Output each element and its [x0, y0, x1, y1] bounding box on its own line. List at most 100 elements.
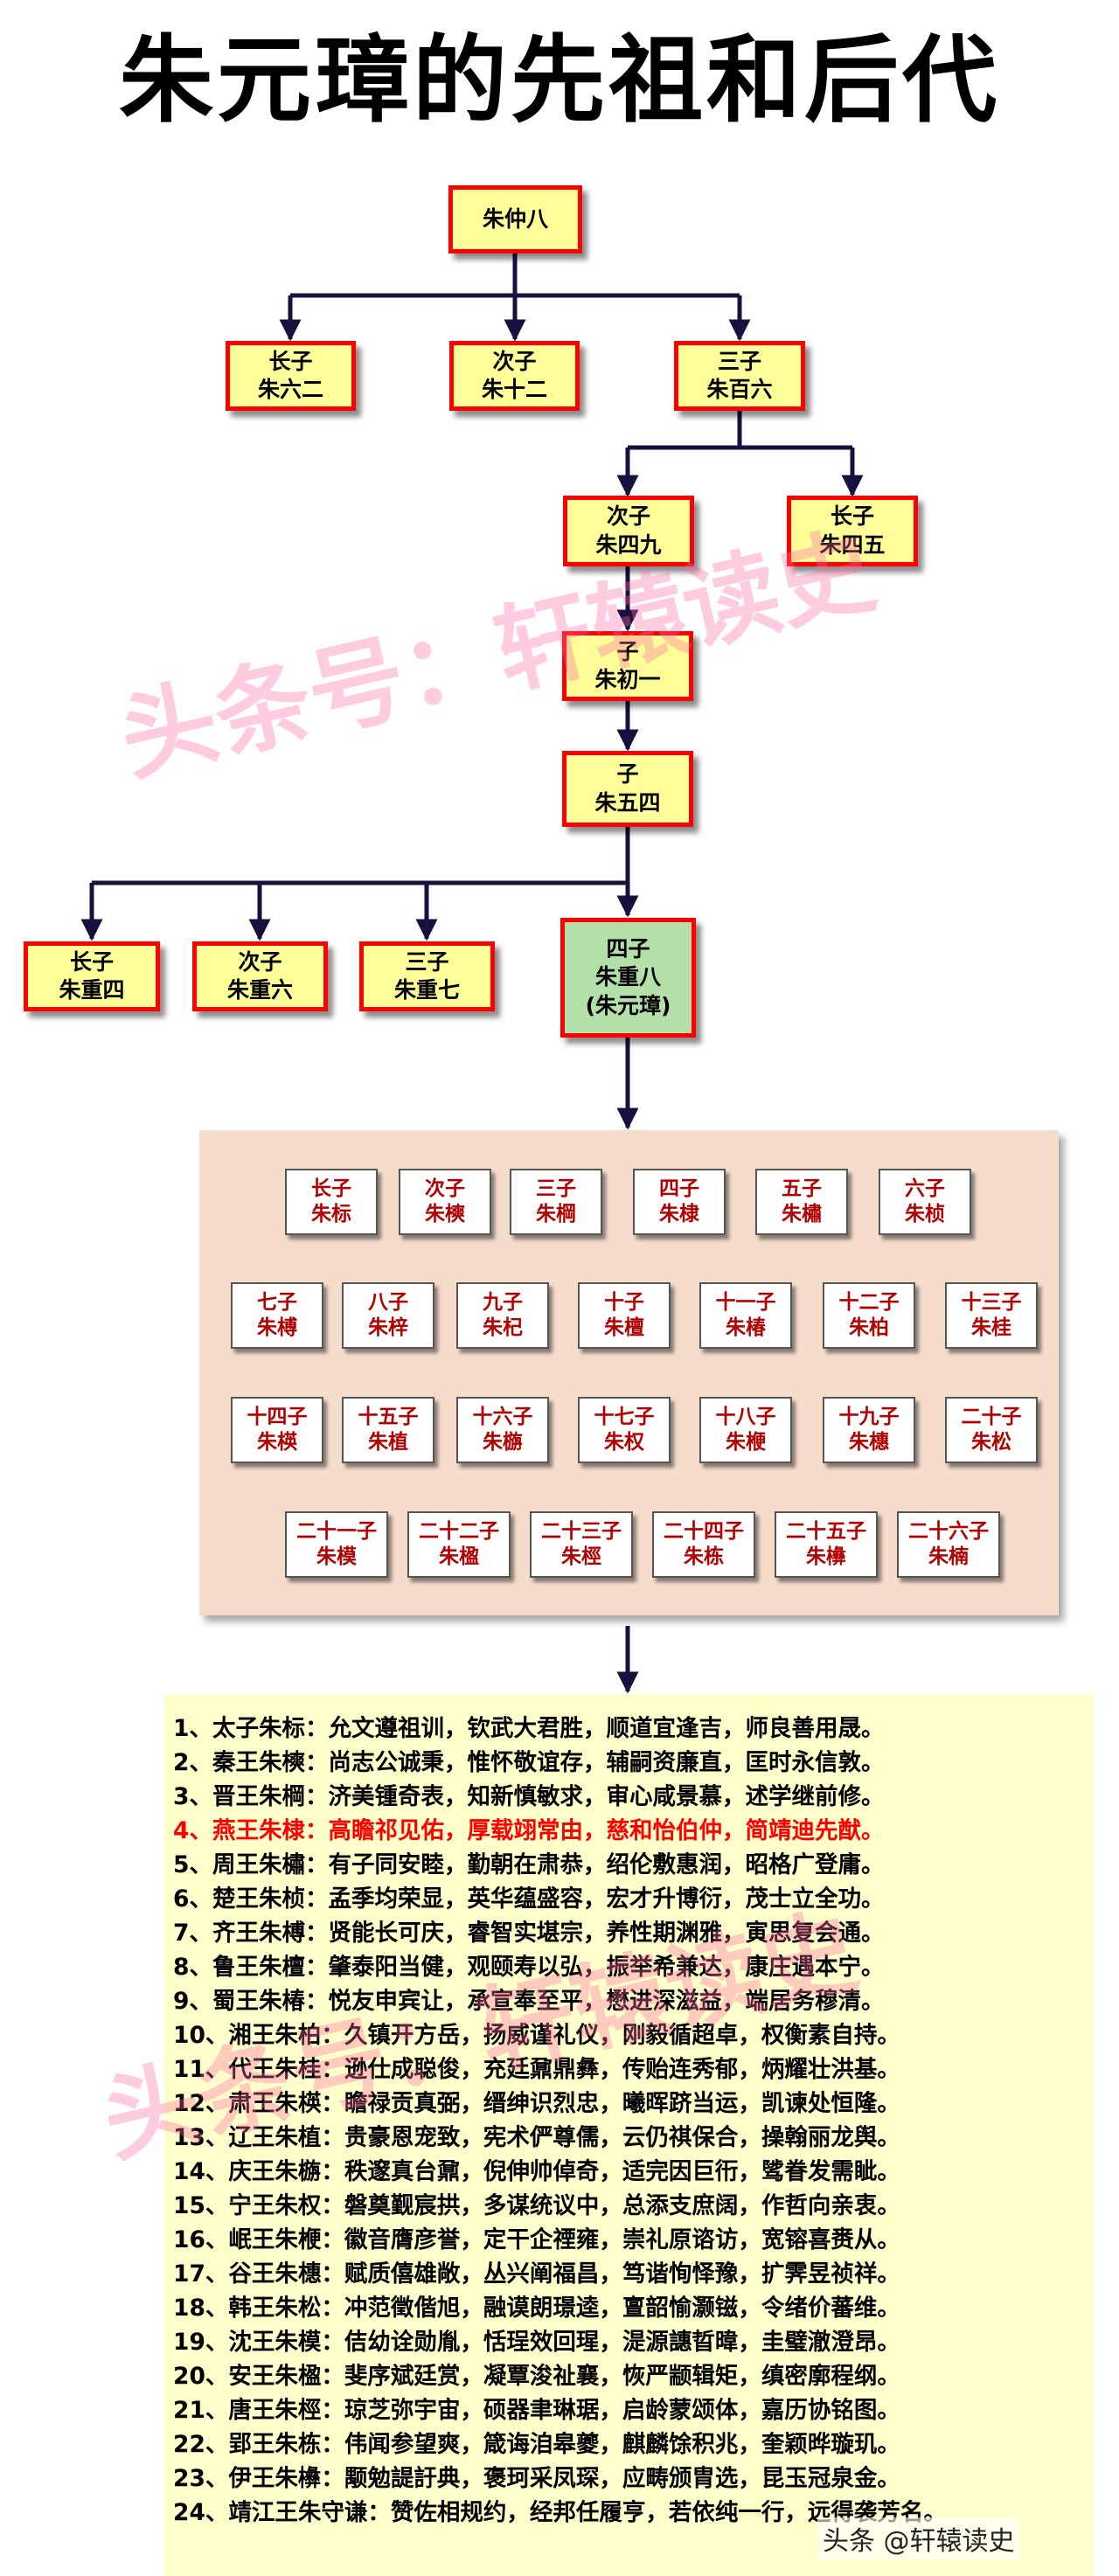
poem-line: 2、秦王朱樉：尚志公诚秉，惟怀敬谊存，辅嗣资廉直，匡时永信敦。 — [173, 1749, 885, 1776]
son-name: 朱棣 — [659, 1203, 699, 1226]
son-name: 朱权 — [604, 1431, 644, 1454]
node-zhu-wusi: 子 朱五四 — [562, 751, 693, 827]
node-rank: 子 — [616, 761, 639, 787]
node-zhu-sijiu: 次子 朱四九 — [563, 496, 694, 566]
son-card: 十二子朱柏 — [823, 1282, 915, 1349]
son-card: 四子朱棣 — [633, 1169, 726, 1235]
son-name: 朱楹 — [439, 1545, 479, 1568]
source-credit: 头条 @轩辕读史 — [817, 2517, 1020, 2559]
poem-line: 22、郢王朱栋：伟闻参望爽，箴诲洎皋夔，麒麟馀积兆，奎颖晔璇玑。 — [173, 2431, 900, 2458]
son-name: 朱杞 — [483, 1316, 523, 1339]
son-card: 二十二子朱楹 — [407, 1511, 511, 1578]
node-name: 朱重八 — [594, 964, 661, 990]
son-name: 朱檀 — [604, 1316, 644, 1339]
node-rank: 长子 — [268, 348, 313, 374]
node-rank: 次子 — [238, 948, 282, 975]
node-name: 朱四九 — [595, 531, 662, 558]
son-rank: 二十子 — [961, 1406, 1022, 1429]
son-name: 朱橚 — [782, 1203, 822, 1226]
son-name: 朱桱 — [561, 1545, 601, 1568]
poem-line: 10、湘王朱柏：久镇开方岳，扬威谨礼仪，刚毅循超卓，权衡素自持。 — [173, 2022, 900, 2049]
son-rank: 三子 — [536, 1177, 576, 1201]
son-rank: 十九子 — [838, 1406, 900, 1429]
son-name: 朱樉 — [425, 1203, 465, 1226]
son-rank: 次子 — [425, 1177, 465, 1201]
poem-line: 5、周王朱橚：有子同安睦，勤朝在肃恭，绍伦敷惠润，昭格广登庸。 — [173, 1851, 885, 1878]
poem-line: 17、谷王朱橞：赋质僖雄敞，丛兴阐福昌，笃谐恂怿豫，扩霁昱祯祥。 — [173, 2260, 900, 2288]
node-zhu-yuanzhang: 四子 朱重八 (朱元璋) — [560, 918, 696, 1038]
node-zhu-bailiu: 三子 朱百六 — [674, 341, 805, 411]
node-name: 朱五四 — [594, 789, 661, 816]
poem-line: 16、岷王朱楩：徽音膺彦誉，定干企禋雍，崇礼原谘访，宽镕喜赉从。 — [173, 2226, 900, 2253]
generation-poems-box: 1、太子朱标：允文遵祖训，钦武大君胜，顺道宜逢吉，师良善用晟。 2、秦王朱樉：尚… — [164, 1694, 1094, 2576]
son-name: 朱楧 — [257, 1431, 297, 1454]
son-card: 二十五子朱㰘 — [775, 1511, 878, 1578]
son-card: 二十子朱松 — [945, 1397, 1038, 1463]
node-name: 朱百六 — [706, 377, 773, 402]
poem-line: 6、楚王朱桢：孟季均荣显，英华蕴盛容，宏才升博衍，茂士立全功。 — [173, 1885, 885, 1913]
son-rank: 七子 — [257, 1291, 297, 1315]
son-card: 十一子朱椿 — [699, 1282, 792, 1349]
son-name: 朱棡 — [536, 1203, 576, 1226]
son-rank: 长子 — [311, 1177, 351, 1201]
son-card: 十子朱檀 — [578, 1282, 671, 1349]
node-zhu-chuyi: 子 朱初一 — [562, 631, 693, 701]
son-rank: 十四子 — [247, 1406, 308, 1429]
node-zhu-liuer: 长子 朱六二 — [226, 341, 356, 411]
son-card: 十六子朱㮵 — [456, 1397, 549, 1463]
node-rank: 三子 — [405, 948, 449, 975]
node-name: 朱重七 — [393, 977, 460, 1003]
poem-line: 9、蜀王朱椿：悦友申宾让，承宣奉至平，懋进深滋益，端居务穆清。 — [173, 1988, 885, 2015]
poem-line: 11、代王朱桂：逊仕成聪俊，充廷鼐鼎彝，传贻连秀郁，炳耀壮洪基。 — [173, 2056, 900, 2083]
son-rank: 二十三子 — [541, 1520, 622, 1544]
node-alias: (朱元璋) — [585, 992, 671, 1018]
page-title: 朱元璋的先祖和后代 — [118, 26, 1000, 135]
son-card: 十七子朱权 — [578, 1397, 671, 1463]
node-name: 朱六二 — [257, 377, 323, 402]
son-name: 朱榑 — [257, 1316, 297, 1339]
son-card: 二十四子朱栋 — [652, 1511, 755, 1578]
node-rank: 子 — [616, 638, 639, 664]
son-rank: 二十六子 — [908, 1520, 989, 1544]
poem-line: 15、宁王朱权：磐奠觐宸拱，多谋统议中，总添支庶阔，作哲向亲衷。 — [173, 2192, 900, 2219]
poem-line: 20、安王朱楹：斐序斌廷赏，凝覃浚祉襄，恢严颛辑矩，缜密廓程纲。 — [173, 2363, 900, 2390]
son-rank: 六子 — [905, 1177, 945, 1201]
poem-line: 21、唐王朱桱：琼芝弥宇宙，硕器聿琳琚，启龄蒙颂体，嘉历协铭图。 — [173, 2397, 900, 2424]
son-card: 三子朱棡 — [510, 1169, 602, 1235]
node-rank: 次子 — [492, 348, 537, 374]
son-card: 十四子朱楧 — [231, 1397, 323, 1463]
poem-line: 13、辽王朱植：贵豪恩宠致，宪术俨尊儒，云仍祺保合，操翰丽龙舆。 — [173, 2124, 900, 2151]
poem-line: 18、韩王朱松：冲范徵偕旭，融谟朗璟逵，亶韶愉灏镃，令绪价蕃维。 — [173, 2295, 900, 2322]
node-rank: 三子 — [717, 348, 761, 374]
son-card: 七子朱榑 — [231, 1282, 323, 1349]
node-zhu-shier: 次子 朱十二 — [449, 341, 580, 411]
son-card: 十九子朱橞 — [823, 1397, 915, 1463]
poem-line: 8、鲁王朱檀：肇泰阳当健，观颐寿以弘，振举希兼达，康庄遇本宁。 — [173, 1954, 885, 1981]
node-zhu-chongliu: 次子 朱重六 — [192, 941, 328, 1011]
node-zhu-siwu: 长子 朱四五 — [787, 496, 918, 566]
son-name: 朱桢 — [905, 1203, 945, 1226]
node-name: 朱重六 — [226, 977, 293, 1003]
son-name: 朱楠 — [928, 1545, 969, 1568]
node-name: 朱初一 — [594, 667, 661, 692]
son-name: 朱㰘 — [806, 1545, 846, 1568]
son-rank: 二十五子 — [786, 1520, 866, 1544]
son-rank: 九子 — [483, 1291, 523, 1315]
son-name: 朱松 — [971, 1431, 1011, 1454]
node-rank: 长子 — [69, 948, 114, 975]
son-card: 六子朱桢 — [879, 1169, 971, 1235]
son-card: 二十一子朱模 — [285, 1511, 388, 1578]
son-card: 长子朱标 — [285, 1169, 378, 1235]
node-rank: 次子 — [606, 503, 650, 529]
node-name: 朱重四 — [59, 977, 125, 1003]
son-rank: 五子 — [782, 1177, 822, 1201]
son-rank: 十二子 — [838, 1291, 900, 1315]
son-card: 九子朱杞 — [456, 1282, 549, 1349]
son-rank: 十一子 — [715, 1291, 776, 1315]
son-rank: 二十二子 — [419, 1520, 499, 1544]
son-rank: 十七子 — [594, 1406, 655, 1429]
son-rank: 十三子 — [961, 1291, 1022, 1315]
son-name: 朱梓 — [368, 1316, 408, 1339]
node-zhu-chongqi: 三子 朱重七 — [359, 941, 495, 1011]
